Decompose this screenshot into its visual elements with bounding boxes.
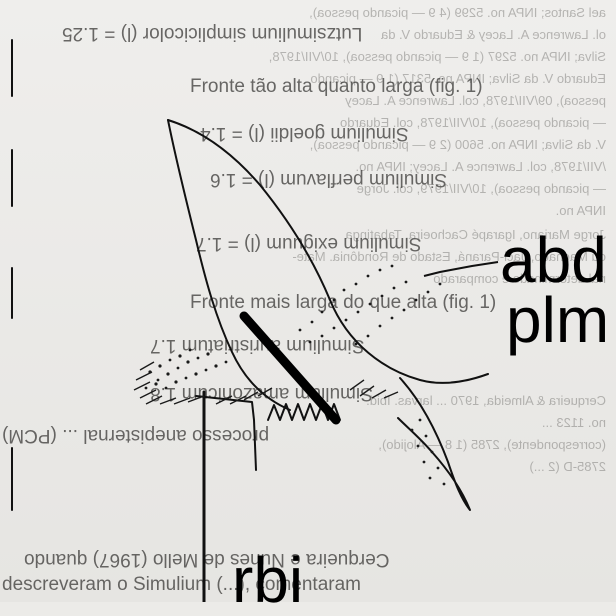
hair-strokes [134, 362, 398, 404]
lobe-outline [398, 378, 470, 510]
label-plm: plm [506, 288, 609, 352]
label-rbi: rbi [232, 548, 303, 612]
abd-pointer-line [424, 262, 498, 276]
plm-pointer-line [244, 316, 336, 420]
body-outline [168, 120, 488, 383]
body-outline [168, 120, 290, 410]
label-abd: abd [500, 228, 607, 292]
